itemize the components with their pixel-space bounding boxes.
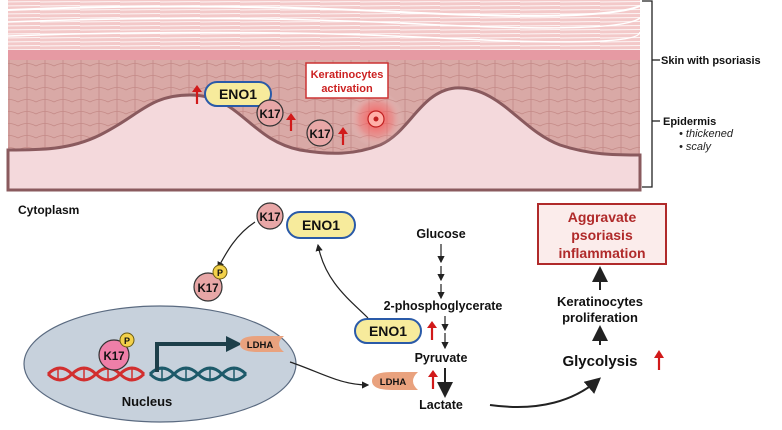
skin-k17-a-up-arrow (286, 113, 296, 131)
nucleus-ldha-shape (240, 336, 284, 352)
skin-k17-b-up-arrow (338, 127, 348, 145)
pathway-eno1-pill (354, 318, 422, 344)
transcription-arrow (155, 342, 228, 372)
cyto-eno1-label: ENO1 (302, 217, 340, 233)
pathway-glucose: Glucose (416, 227, 465, 241)
nucleus-p-badge (119, 332, 135, 348)
skin-k17-b-label: K17 (309, 129, 330, 141)
skin-bracket (642, 0, 660, 188)
activation-box (305, 62, 389, 99)
cyto-eno1-pill (286, 211, 356, 239)
aggravate-line-1: Aggravate (568, 209, 637, 225)
pathway-ldha-up-arrow (428, 370, 438, 389)
cyto-p-badge (212, 264, 228, 280)
epidermis-point-1: • thickened (679, 128, 734, 140)
skin-k17-a-label: K17 (259, 109, 280, 121)
pathway-2pg: 2-phosphoglycerate (384, 299, 503, 313)
epidermis-point-2: • scaly (679, 141, 712, 153)
glycolysis-label: Glycolysis (562, 353, 637, 370)
epidermis-title: Epidermis (663, 116, 716, 128)
pathway-eno1-label: ENO1 (369, 323, 407, 339)
nucleus-p-badge-label: P (124, 336, 130, 346)
pathway-lactate: Lactate (419, 398, 463, 412)
skin-k17-b (306, 119, 334, 147)
arrow-ldha-export (289, 361, 370, 389)
skin-k17-a (256, 99, 284, 127)
nucleus-k17 (98, 339, 130, 371)
cyto-k17-p-label: K17 (197, 283, 218, 295)
cyto-k17-top (256, 202, 284, 230)
arrow-k17-phospho (217, 221, 256, 270)
aggravate-line-3: inflammation (558, 245, 645, 261)
aggravate-line-2: psoriasis (571, 227, 633, 243)
proliferation-label-1: Keratinocytes (557, 294, 643, 309)
cyto-k17-top-label: K17 (259, 212, 280, 224)
cyto-k17-p (193, 272, 223, 302)
skin-eno1-up-arrow (192, 85, 202, 104)
pathway-ldha-label: LDHA (380, 377, 407, 388)
skin-eno1-label: ENO1 (219, 86, 257, 102)
skin-illustration: ENO1 K17 K17 Keratinocytes activation (6, 0, 642, 192)
activation-label-2: activation (321, 83, 373, 95)
dna-helix-icon (46, 366, 248, 382)
nucleus-k17-label: K17 (103, 351, 124, 363)
nucleus-ldha-label: LDHA (247, 340, 274, 351)
arrow-eno1-to-complex (315, 243, 369, 319)
cytoplasm-title: Cytoplasm (18, 203, 79, 217)
skin-side-title: Skin with psoriasis (661, 55, 761, 67)
pathway-ldha-shape (372, 372, 418, 390)
arrow-lactate-glycolysis (489, 377, 602, 408)
aggravate-box (537, 203, 667, 265)
glycolysis-up-arrow (654, 350, 664, 370)
pathway-eno1-up-arrow (427, 321, 437, 340)
skin-eno1-pill (204, 81, 272, 107)
cyto-p-badge-label: P (217, 268, 223, 278)
proliferation-label-2: proliferation (562, 310, 638, 325)
pathway-pyruvate: Pyruvate (415, 351, 468, 365)
nucleus-title: Nucleus (122, 394, 173, 409)
activation-label-1: Keratinocytes (311, 69, 384, 81)
